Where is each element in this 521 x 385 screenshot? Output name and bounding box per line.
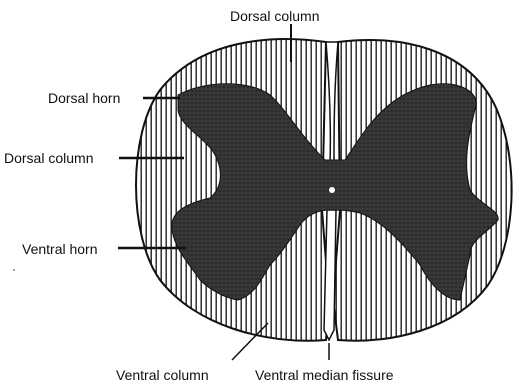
label-ventral-median-fissure: Ventral median fissure [255,367,394,383]
dorsal-median-septum [326,42,338,165]
label-dorsal-column-left: Dorsal column [4,150,93,166]
label-dorsal-horn: Dorsal horn [48,90,120,106]
label-dorsal-column-top: Dorsal column [230,8,319,24]
ventral-median-fissure-shape [324,210,336,340]
central-canal [329,187,335,193]
scan-speck [13,269,15,271]
label-ventral-column: Ventral column [116,367,209,383]
label-ventral-horn: Ventral horn [22,241,98,257]
